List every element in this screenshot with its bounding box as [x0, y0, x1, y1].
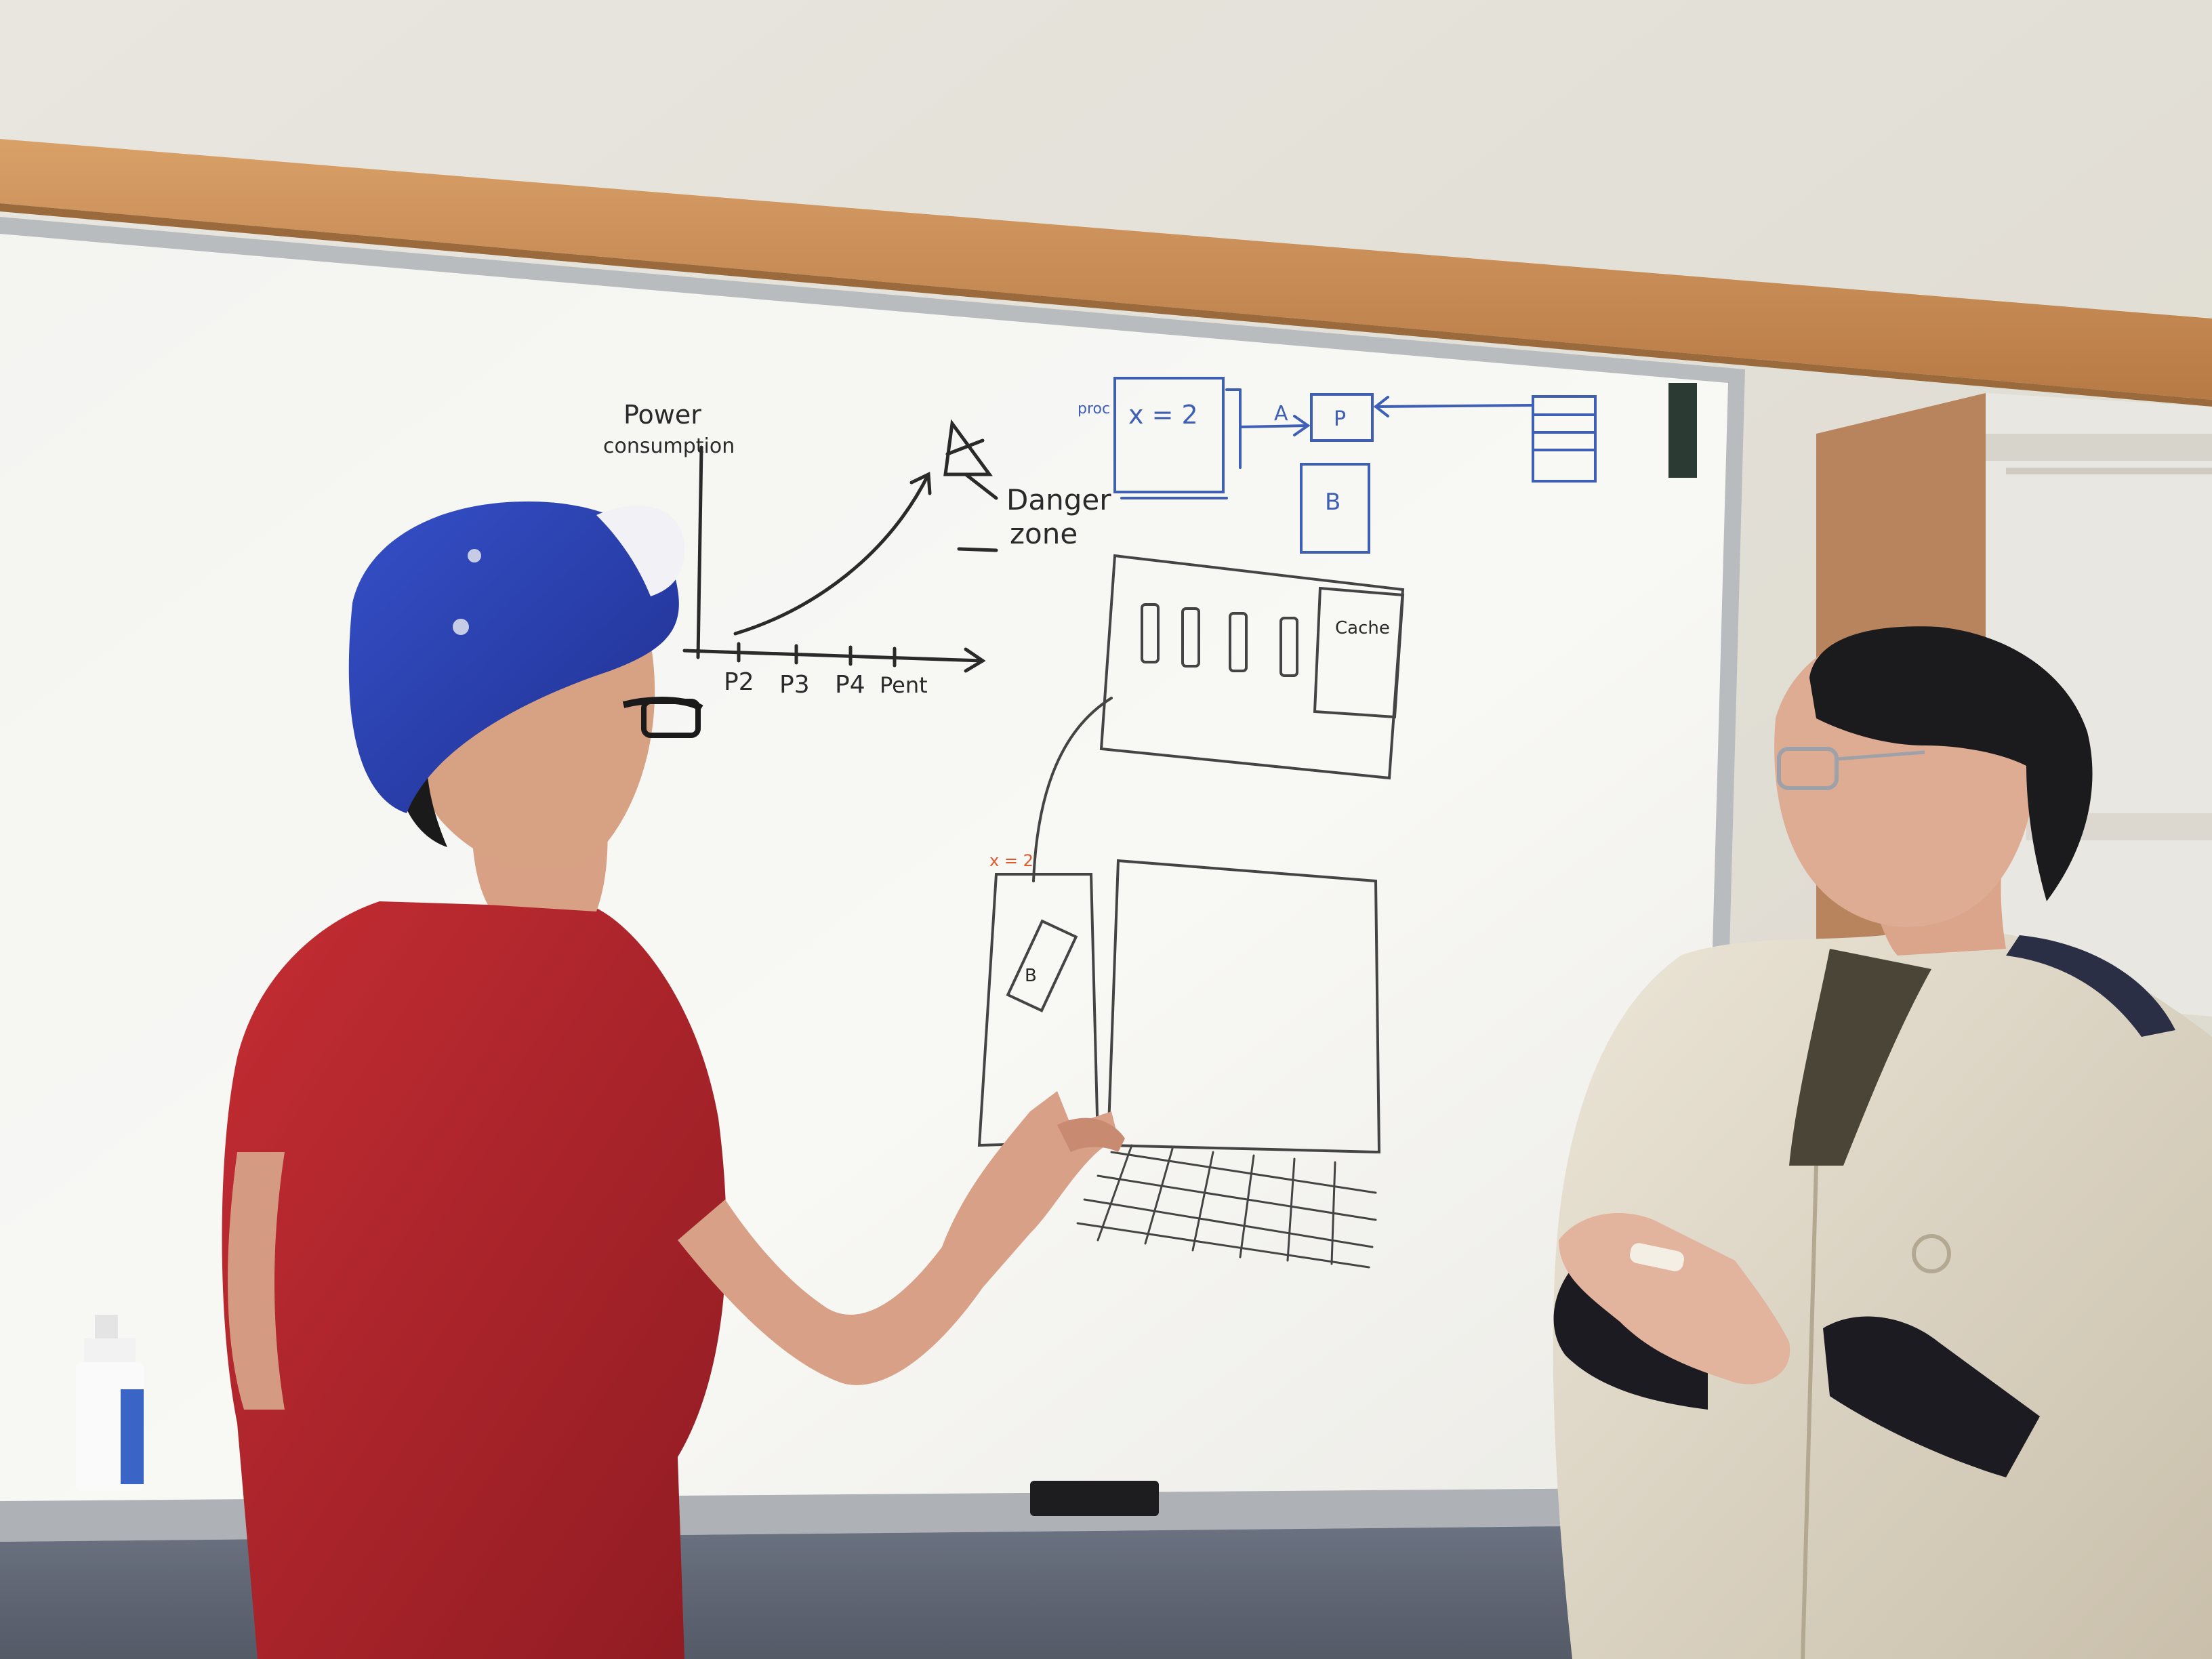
diagram-box-b: B: [1325, 489, 1340, 516]
gesturing-arm: [678, 1091, 1118, 1385]
diagram-box-text: x = 2: [1128, 400, 1198, 430]
chip-small-label: B: [1025, 966, 1037, 986]
person-left: [222, 501, 1125, 1659]
graph-tick-p4: P4: [835, 671, 865, 699]
eyeglasses-right: [1777, 747, 1839, 790]
hoodie-zipper: [1801, 1165, 1818, 1659]
hands: [1559, 1213, 1790, 1385]
chip-orange-label: x = 2: [989, 851, 1033, 870]
marker-in-hand: [1629, 1243, 1685, 1271]
graph-annotation-line1: Danger: [1006, 483, 1111, 516]
spray-bottle: [76, 1315, 144, 1491]
red-tshirt: [222, 901, 726, 1659]
power-graph: [682, 419, 998, 673]
graph-tick-pent: Pent: [880, 672, 928, 698]
hood-lining: [2006, 935, 2175, 1037]
diagram-left-label: proc: [1078, 401, 1110, 417]
blue-cap: [348, 501, 679, 813]
person-right: [1553, 626, 2212, 1659]
wood-trim: [0, 139, 2212, 400]
eyeglasses: [641, 699, 701, 738]
hoodie-logo: [1912, 1234, 1951, 1273]
beige-hoodie: [1553, 928, 2212, 1659]
graph-y-label-line1: Power: [623, 400, 701, 430]
cap-brim: [596, 506, 684, 596]
cap-eyelet: [453, 619, 469, 635]
graph-tick-p2: P2: [724, 668, 754, 696]
dark-undershirt: [1789, 949, 1931, 1166]
blue-diagram: [1113, 377, 1597, 554]
right-sleeve-cuff: [1823, 1316, 2040, 1477]
left-arm: [228, 1152, 285, 1410]
graph-y-label-line2: consumption: [603, 434, 735, 458]
dark-hair: [1809, 626, 2093, 901]
diagram-arrow-label: A: [1274, 402, 1288, 426]
eraser: [1030, 1481, 1159, 1516]
diagram-box-p: P: [1334, 407, 1346, 431]
graph-annotation-line2: zone: [1010, 517, 1078, 550]
graph-tick-p3: P3: [779, 671, 810, 699]
board-corner-label: [1668, 383, 1697, 478]
chip-cache-label: Cache: [1335, 618, 1390, 638]
